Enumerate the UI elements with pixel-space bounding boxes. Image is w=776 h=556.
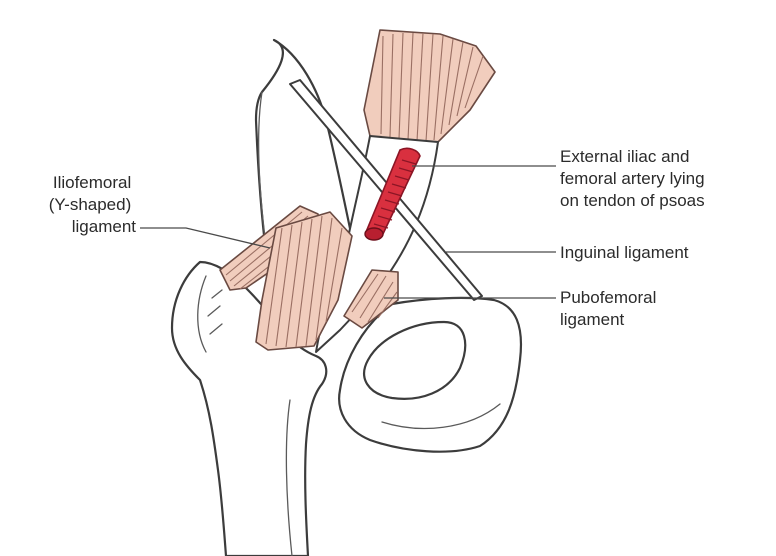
label-pubofemoral: Pubofemoral ligament	[560, 288, 661, 329]
label-iliofemoral: Iliofemoral (Y-shaped) ligament	[49, 173, 137, 236]
label-inguinal: Inguinal ligament	[560, 243, 689, 262]
label-artery: External iliac and femoral artery lying …	[560, 147, 709, 210]
artery-cut-end	[365, 228, 383, 240]
